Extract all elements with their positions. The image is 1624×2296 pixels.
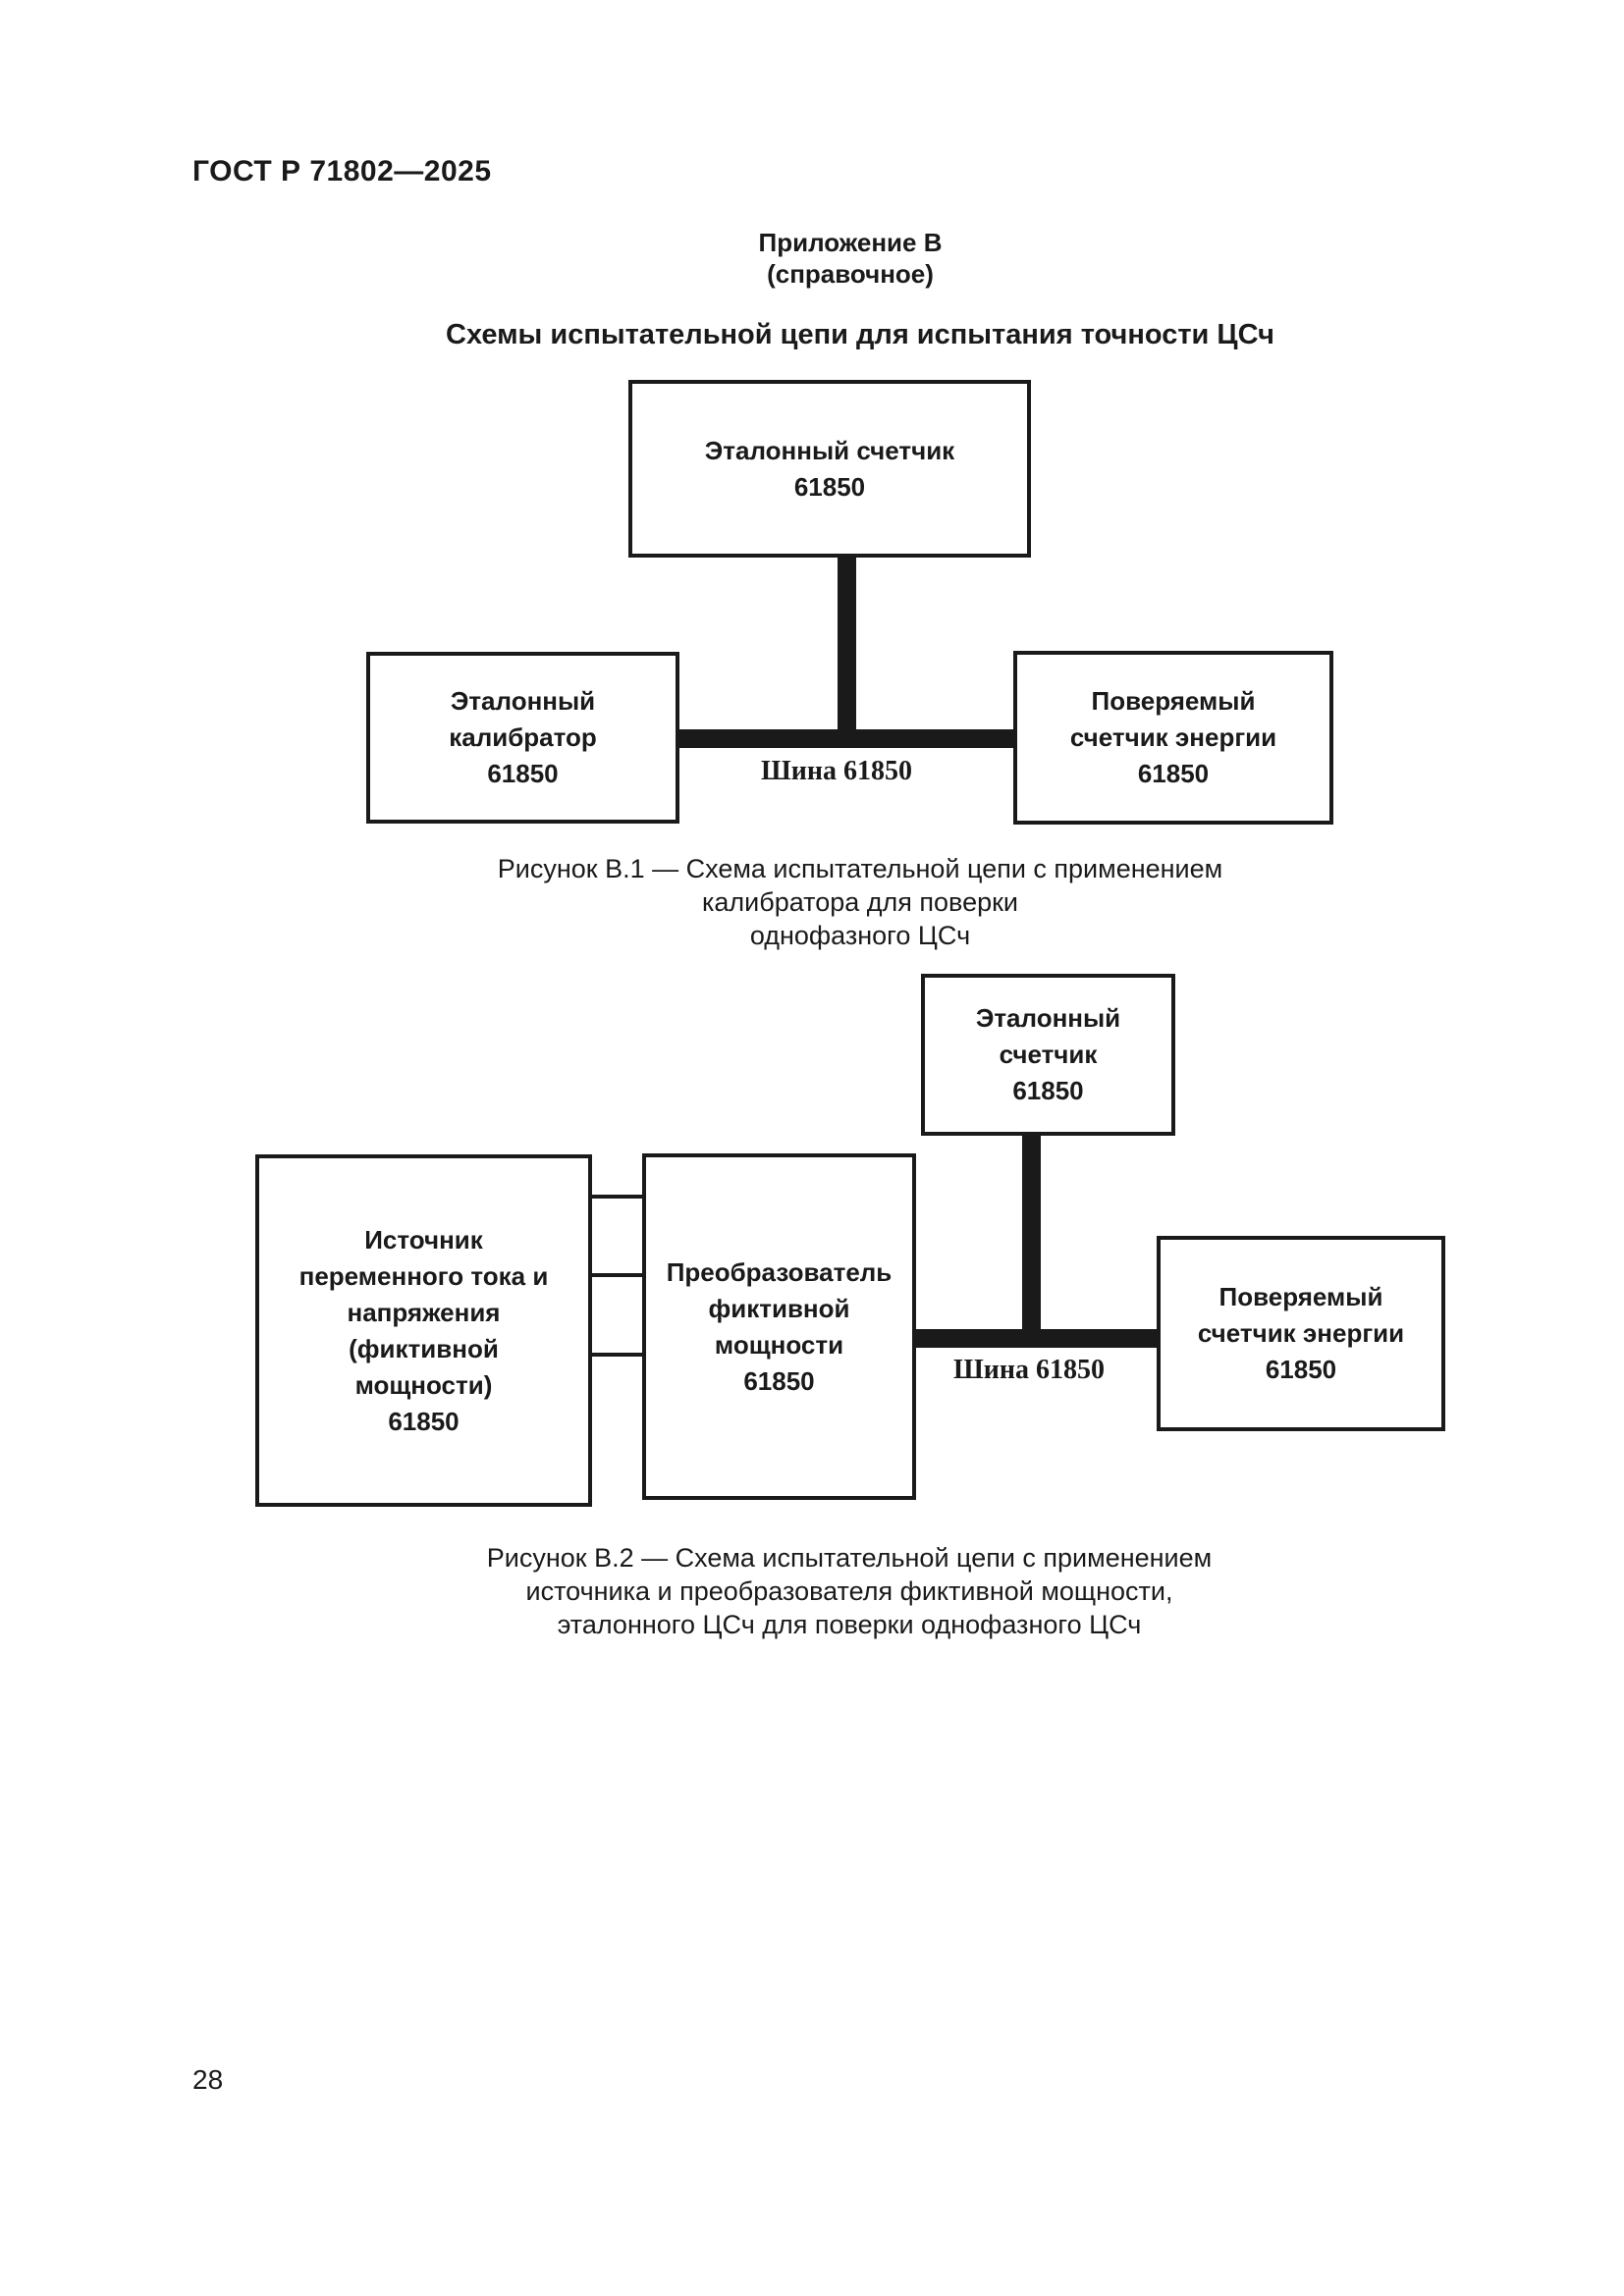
figure-b1-box-reference-meter: Эталонный счетчик 61850 [628, 380, 1031, 558]
figure-b2-wire-top [588, 1195, 644, 1199]
figure-b2-box-meter-under-test: Поверяемый счетчик энергии 61850 [1157, 1236, 1445, 1431]
figure-b2-box-converter: Преобразователь фиктивной мощности 61850 [642, 1153, 916, 1500]
figure-b2-bus-vertical [1022, 1134, 1041, 1347]
figure-b2-box-source: Источник переменного тока и напряжения (… [255, 1154, 592, 1507]
figure-b1-box-reference-calibrator: Эталонный калибратор 61850 [366, 652, 679, 824]
figure-b2-wire-middle [588, 1273, 644, 1277]
figure-b1-caption: Рисунок В.1 — Схема испытательной цепи с… [497, 854, 1223, 950]
appendix-type: (справочное) [767, 259, 934, 289]
figure-b2-bus-horizontal [914, 1329, 1159, 1348]
figure-b2-wire-bottom [588, 1353, 644, 1357]
figure-b2-caption: Рисунок В.2 — Схема испытательной цепи с… [486, 1543, 1213, 1639]
appendix-title: Схемы испытательной цепи для испытания т… [446, 319, 1274, 350]
figure-b1-bus-vertical [838, 554, 856, 748]
page-number: 28 [192, 2064, 224, 2095]
appendix-label: Приложение В [758, 228, 943, 257]
figure-b1-bus-horizontal [677, 729, 1015, 748]
figure-b1-box-meter-under-test: Поверяемый счетчик энергии 61850 [1013, 651, 1333, 825]
figure-b1-bus-label: Шина 61850 [760, 756, 913, 786]
figure-b2-box-reference-meter: Эталонный счетчик 61850 [921, 974, 1175, 1136]
figure-b2-bus-label: Шина 61850 [952, 1355, 1106, 1385]
document-header: ГОСТ Р 71802—2025 [192, 155, 492, 187]
